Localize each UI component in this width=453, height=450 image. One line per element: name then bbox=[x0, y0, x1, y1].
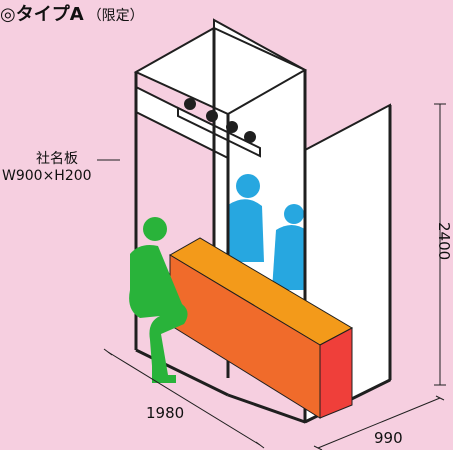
page-title: ◎タイプA（限定） bbox=[0, 0, 144, 26]
title-note: （限定） bbox=[87, 8, 144, 24]
nameplate-label: 社名板 bbox=[36, 151, 78, 167]
nameplate-box bbox=[177, 106, 261, 158]
title-main: ◎タイプA bbox=[0, 4, 84, 25]
dimension-height: 2400 bbox=[435, 222, 453, 261]
person-blue-1 bbox=[226, 174, 264, 262]
person-blue-2 bbox=[272, 204, 306, 290]
counter-end bbox=[319, 327, 353, 419]
dimension-depth: 990 bbox=[374, 429, 403, 447]
person-green bbox=[129, 217, 188, 383]
dimension-lines bbox=[97, 103, 446, 450]
nameplate-size: W900×H200 bbox=[2, 168, 92, 184]
dimension-width: 1980 bbox=[146, 404, 185, 422]
